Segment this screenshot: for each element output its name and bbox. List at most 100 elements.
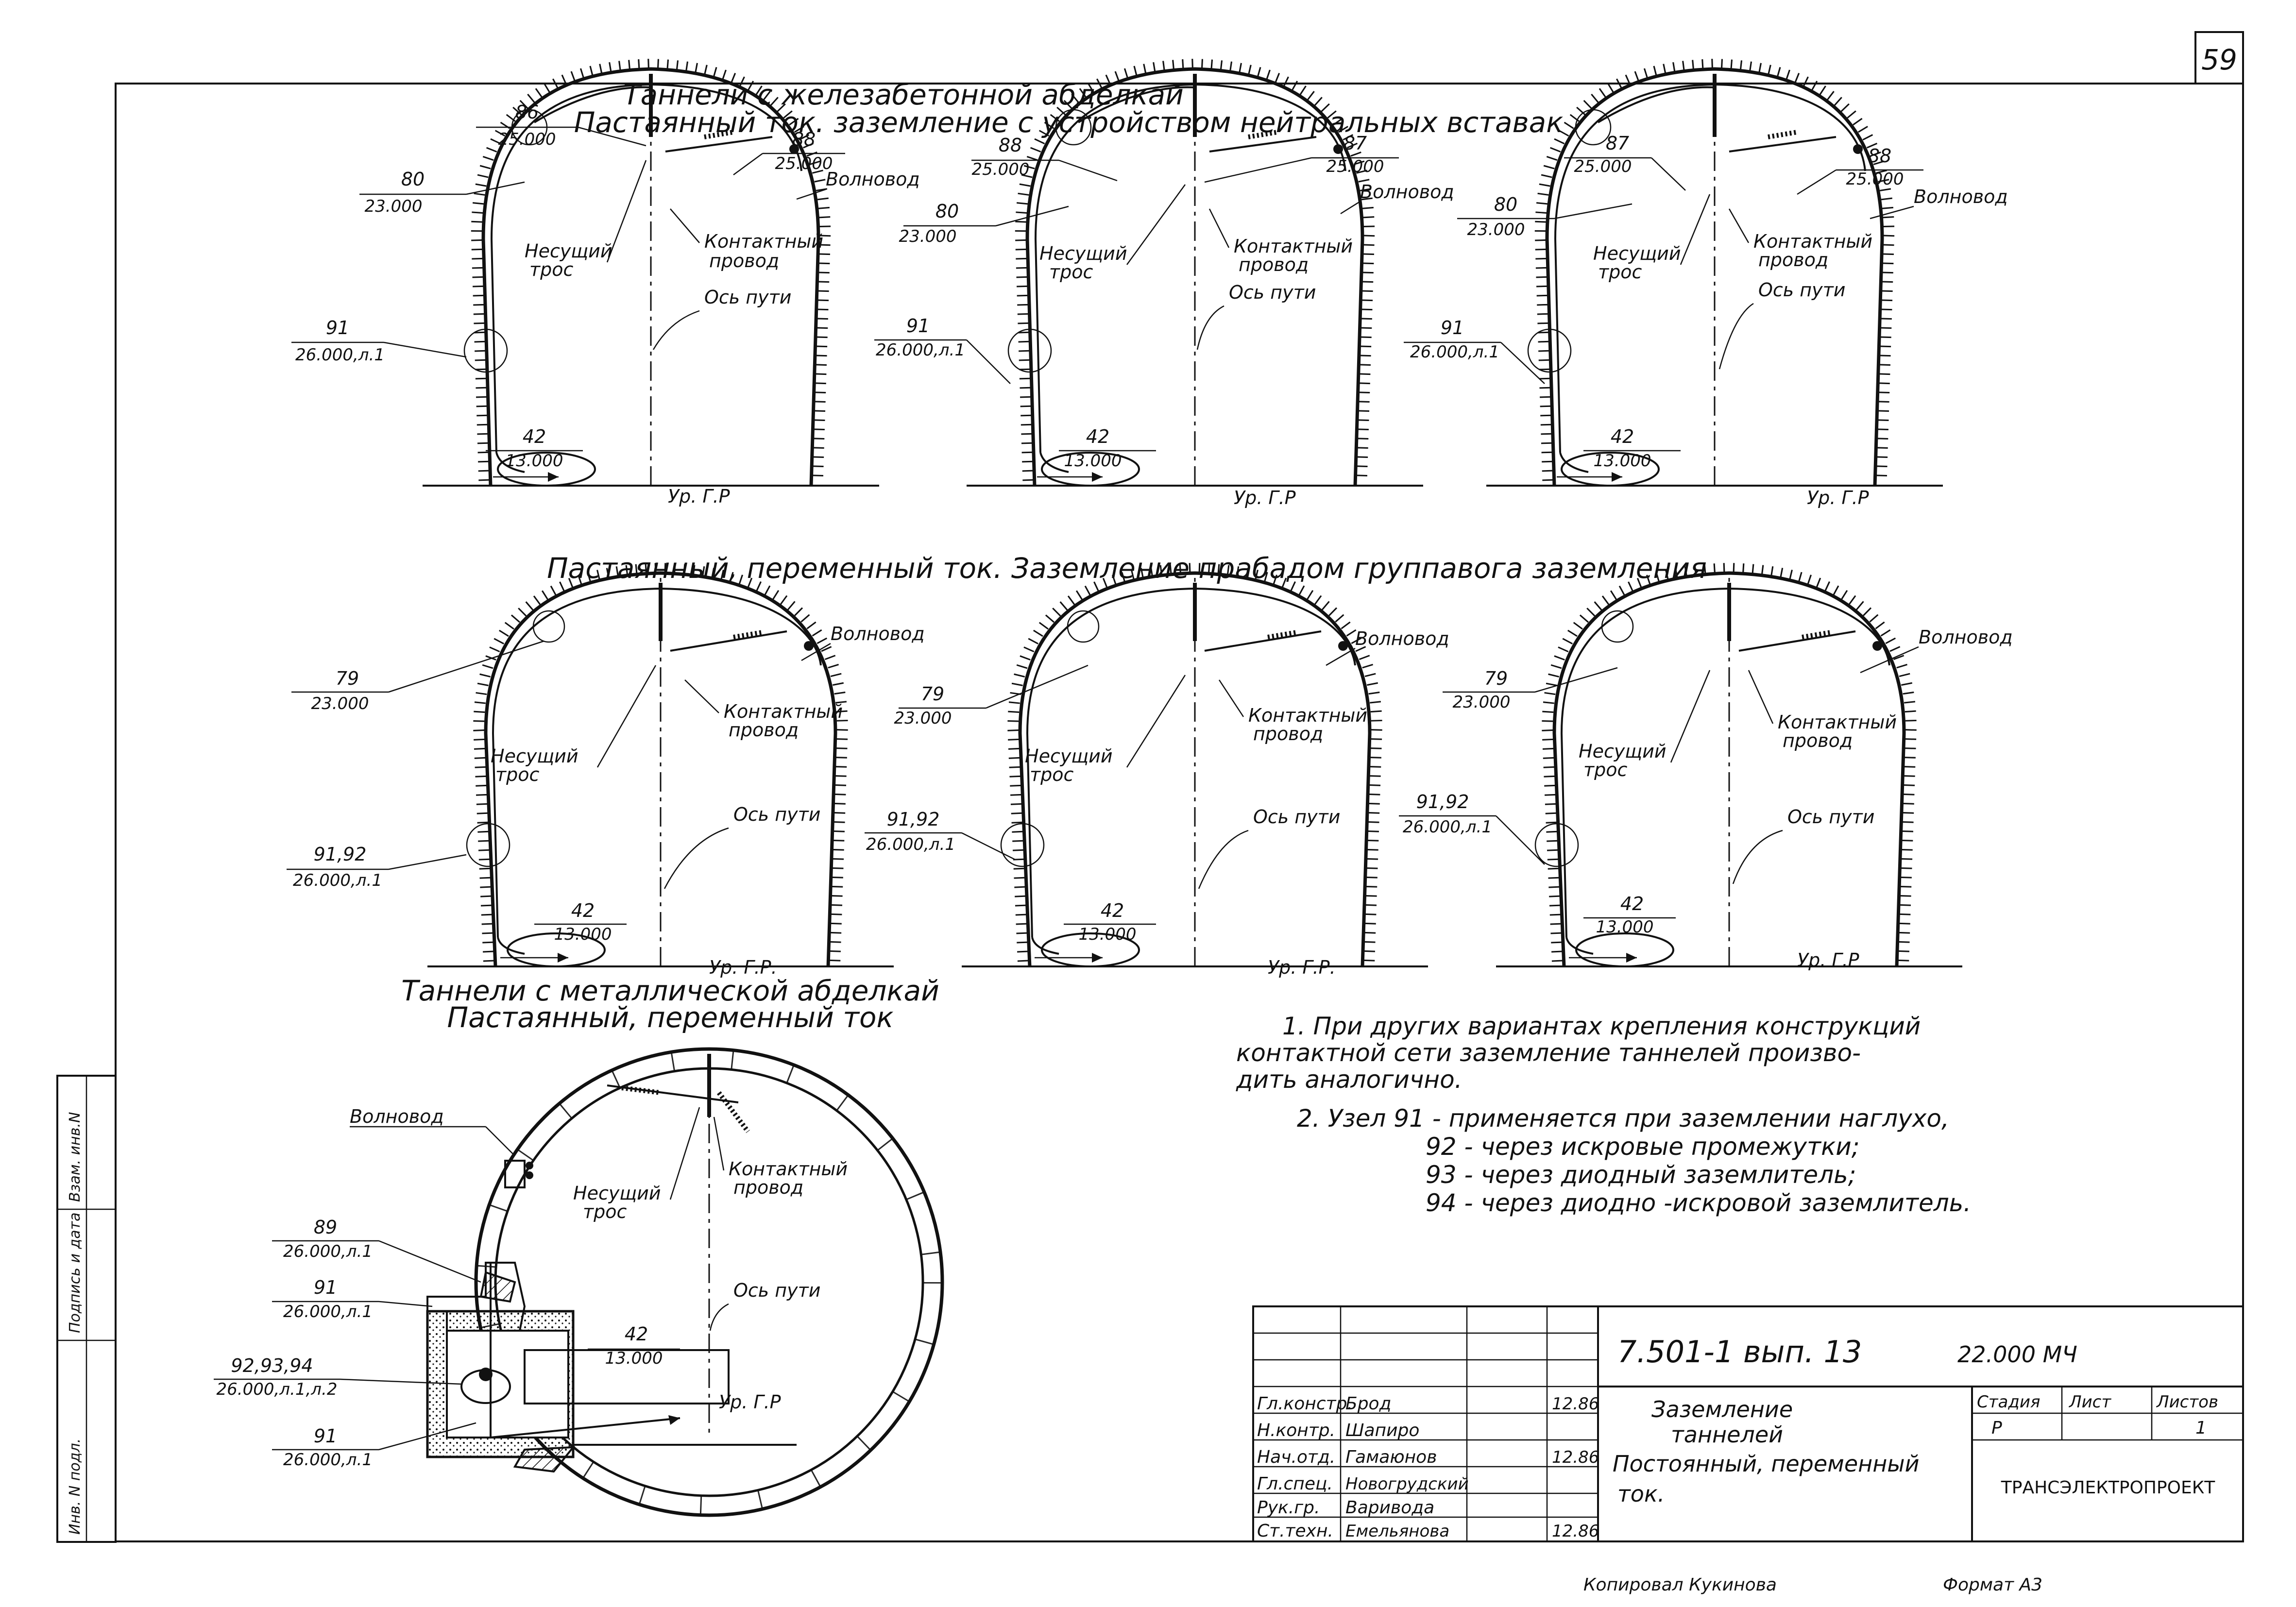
- sheet-border: [115, 83, 2244, 1542]
- r2b-val-79: 23.000: [894, 709, 952, 728]
- r2c-cable-1: Несущий: [1579, 741, 1667, 762]
- side-stamp-inv: Инв. N подл.: [67, 1438, 84, 1535]
- r2a-waveguide: Волновод: [831, 623, 925, 644]
- footer-copied: Копировал Кукинова: [1583, 1575, 1777, 1595]
- r1a-val-86: 25.000: [498, 130, 556, 149]
- r1b-cable-1: Несущий: [1039, 243, 1127, 264]
- r1a-cable-1: Несущий: [525, 240, 612, 262]
- footer-format: Формат А3: [1943, 1575, 2042, 1595]
- r1b-level: Ур. Г.Р: [1234, 487, 1296, 508]
- r2a-val-91: 26.000,л.1: [293, 871, 382, 890]
- r2a-cable-2: трос: [495, 764, 540, 785]
- note-line-3: дить аналогично.: [1236, 1066, 1463, 1094]
- side-stamp-replace: Взам. инв.N: [67, 1112, 84, 1202]
- r2b-contact-1: Контактный: [1248, 705, 1367, 726]
- r1b-val-80: 23.000: [899, 227, 957, 246]
- r1c-level: Ур. Г.Р: [1807, 487, 1869, 508]
- tb-title-line2: таннелей: [1671, 1421, 1783, 1448]
- r1c-node-42: 42: [1611, 426, 1634, 447]
- tb-name-2: Гамаюнов: [1345, 1447, 1437, 1467]
- circ-node-42: 42: [625, 1323, 648, 1345]
- tb-name-4: Варивода: [1345, 1498, 1434, 1518]
- r2b-cable-1: Несущий: [1025, 745, 1113, 767]
- tb-name-1: Шапиро: [1345, 1421, 1419, 1440]
- r1c-waveguide: Волновод: [1914, 186, 2008, 207]
- tb-role-3: Гл.спец.: [1257, 1474, 1333, 1494]
- r1c-node-88: 88: [1868, 145, 1891, 167]
- r1b-val-91: 26.000,л.1: [876, 340, 965, 360]
- circ-axis: Ось пути: [733, 1280, 820, 1301]
- r2a-val-42: 13.000: [554, 925, 612, 944]
- r1b-waveguide: Волновод: [1360, 181, 1454, 203]
- r2c-contact-1: Контактный: [1778, 711, 1897, 733]
- tb-sheets: 1: [2195, 1418, 2207, 1438]
- tb-date-5: 12.86: [1552, 1522, 1599, 1541]
- r1a-node-80: 80: [401, 169, 425, 190]
- note-line-2: контактной сети заземление таннелей прои…: [1236, 1039, 1861, 1067]
- r1c-cable-2: трос: [1598, 261, 1642, 283]
- r2c-val-91: 26.000,л.1: [1403, 817, 1492, 837]
- circ-node-91a: 91: [314, 1277, 337, 1298]
- r1c-node-80: 80: [1494, 194, 1517, 215]
- r1b-axis: Ось пути: [1229, 282, 1316, 303]
- r1c-cable-1: Несущий: [1593, 243, 1681, 264]
- r2a-level: Ур. Г.Р.: [709, 957, 777, 978]
- r1c-val-80: 23.000: [1467, 220, 1525, 239]
- r1c-contact-1: Контактный: [1753, 231, 1872, 252]
- r1b-val-88: 25.000: [972, 160, 1030, 179]
- tunnel-r2-a: 79 23.000 Волновод Контактный провод Нес…: [287, 568, 925, 978]
- r1b-val-87: 25.000: [1327, 157, 1384, 176]
- r2b-node-91: 91,92: [887, 809, 940, 830]
- r2c-node-79: 79: [1484, 668, 1508, 689]
- tunnel-r1-b: 88 25.000 87 25.000 80 23.000 Волновод К…: [874, 64, 1454, 508]
- tb-role-1: Н.контр.: [1257, 1421, 1335, 1440]
- r2c-val-42: 13.000: [1596, 917, 1654, 937]
- tunnel-circular: Волновод Несущий трос Контактный провод …: [214, 1047, 944, 1517]
- r2b-val-42: 13.000: [1079, 925, 1137, 944]
- tb-title-line3: Постоянный, переменный: [1613, 1451, 1920, 1477]
- tb-role-4: Рук.гр.: [1257, 1498, 1320, 1518]
- circ-val-42: 13.000: [605, 1349, 663, 1368]
- r2a-contact-2: провод: [729, 719, 799, 741]
- r1a-node-86: 86: [515, 101, 539, 123]
- tb-role-0: Гл.констр.: [1257, 1394, 1353, 1414]
- r1a-val-42: 13.000: [506, 451, 563, 471]
- tunnel-r1-a: 86 25.000 88 25.000 80 23.000 Волновод К…: [291, 64, 920, 507]
- note-line-5: 92 - через искровые промежутки;: [1426, 1133, 1860, 1161]
- r2a-cable-1: Несущий: [491, 745, 578, 767]
- r1b-contact-2: провод: [1239, 254, 1309, 275]
- circ-contact-1: Контактный: [729, 1158, 848, 1180]
- r1a-val-80: 23.000: [365, 197, 423, 216]
- r1c-val-87: 25.000: [1574, 157, 1632, 176]
- r2a-node-42: 42: [571, 900, 595, 921]
- circ-contact-2: провод: [733, 1177, 803, 1198]
- r1a-cable-2: трос: [529, 259, 574, 280]
- r1a-node-42: 42: [523, 426, 546, 447]
- r1a-waveguide: Волновод: [826, 169, 920, 190]
- r2b-axis: Ось пути: [1253, 806, 1340, 828]
- title-metal-line1: Таннели с металлической абделкай: [401, 974, 939, 1007]
- tb-role-5: Ст.техн.: [1257, 1521, 1333, 1541]
- r2c-axis: Ось пути: [1787, 806, 1874, 828]
- tb-name-5: Емельянова: [1345, 1522, 1449, 1541]
- r2c-val-79: 23.000: [1453, 693, 1511, 712]
- tb-name-3: Новогрудский: [1345, 1474, 1469, 1494]
- r1b-node-42: 42: [1086, 426, 1109, 447]
- r1a-contact-2: провод: [709, 250, 779, 271]
- note-line-7: 94 - через диодно -искровой заземлитель.: [1426, 1189, 1971, 1217]
- circ-val-91a: 26.000,л.1: [283, 1302, 373, 1321]
- tb-stage: Р: [1991, 1418, 2002, 1438]
- circ-node-92: 92,93,94: [231, 1355, 313, 1376]
- tunnel-r1-c: 87 25.000 88 25.000 80 23.000 Волновод К…: [1404, 64, 2008, 508]
- r2c-waveguide: Волновод: [1919, 626, 2013, 648]
- title-metal-line2: Пастаянный, переменный ток: [447, 1001, 893, 1034]
- r1c-val-91: 26.000,л.1: [1410, 342, 1499, 362]
- note-line-6: 93 - через диодный заземлитель;: [1426, 1161, 1856, 1189]
- note-line-1: 1. При других вариантах крепления констр…: [1282, 1012, 1921, 1040]
- r2b-node-42: 42: [1101, 900, 1124, 921]
- side-stamp-signature: Подпись и дата: [67, 1213, 84, 1334]
- r2b-level: Ур. Г.Р.: [1268, 957, 1336, 978]
- r2a-node-79: 79: [336, 668, 359, 689]
- r2a-contact-1: Контактный: [724, 701, 843, 722]
